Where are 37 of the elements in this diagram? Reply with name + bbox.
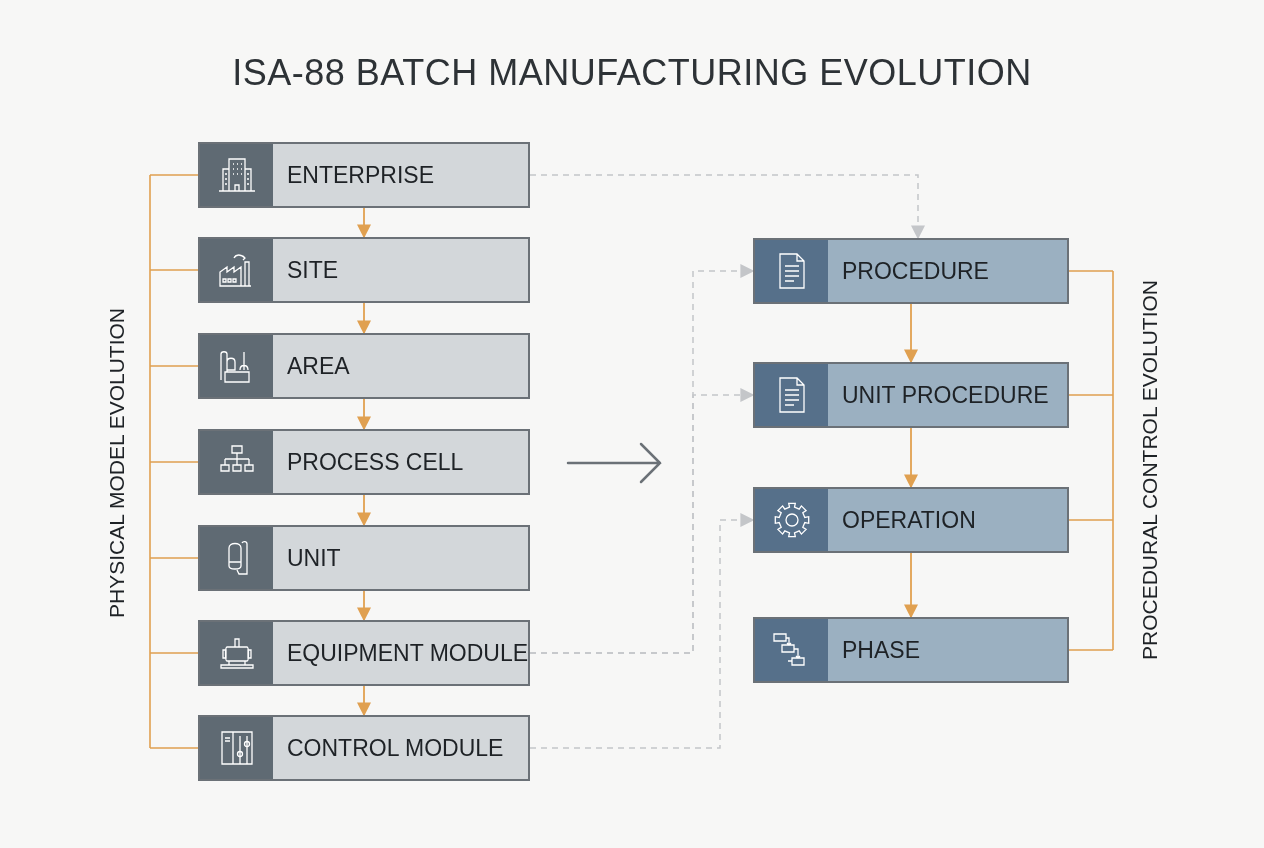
process-box [753,617,1069,683]
process-box [753,362,1069,428]
process-box [198,333,530,399]
process-box [198,142,530,208]
process-box [198,237,530,303]
level-label: OPERATION [841,506,976,534]
diagram-title: ISA-88 BATCH MANUFACTURING EVOLUTION [231,52,1033,94]
level-label: UNIT PROCEDURE [841,381,1049,409]
arrow [357,590,371,622]
axis-caption: PROCEDURAL CONTROL EVOLUTION [1138,280,1162,660]
dashed-arrow [529,174,925,240]
process-box [753,487,1069,553]
arrow [357,685,371,717]
process-box [198,525,530,591]
dashed-arrow [529,388,755,654]
arrow [904,427,918,489]
level-label: CONTROL MODULE [286,734,504,762]
level-label: PROCEDURE [841,257,989,285]
axis-caption: PHYSICAL MODEL EVOLUTION [105,308,129,618]
level-label: ENTERPRISE [286,161,434,189]
process-box [198,429,530,495]
arrow [357,207,371,239]
dashed-arrow [529,513,755,749]
level-label: PHASE [841,636,920,664]
arrow [904,552,918,619]
process-box [753,238,1069,304]
level-label: UNIT [286,544,341,572]
level-label: PROCESS CELL [286,448,464,476]
arrow [357,494,371,527]
arrow [357,302,371,335]
level-label: SITE [286,256,339,284]
arrow [357,398,371,431]
level-label: EQUIPMENT MODULE [286,639,529,667]
level-label: AREA [286,352,350,380]
process-box [198,715,530,781]
process-box [198,620,530,686]
arrow [904,303,918,364]
